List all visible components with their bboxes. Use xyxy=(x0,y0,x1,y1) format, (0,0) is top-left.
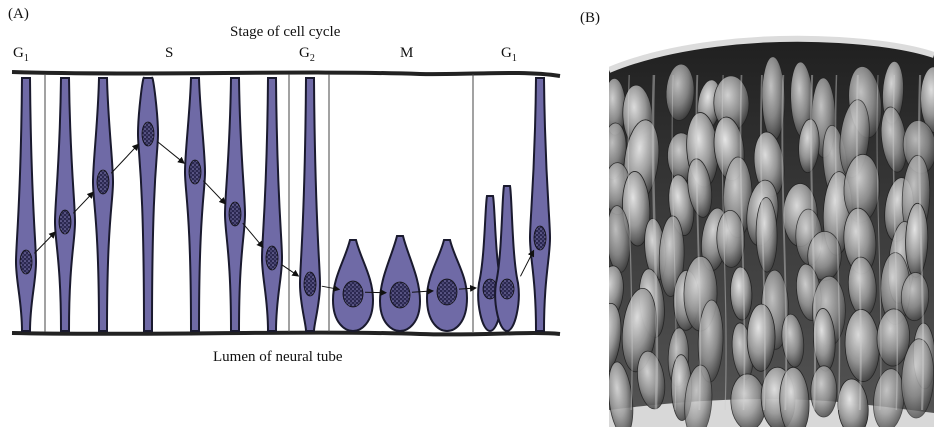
chromosomes xyxy=(390,282,410,308)
nucleus xyxy=(266,246,278,270)
cell-body xyxy=(55,78,75,331)
neuroepithelial-cell xyxy=(333,240,373,331)
progression-arrow xyxy=(157,142,184,164)
sem-micrograph xyxy=(609,15,934,427)
cell-cycle-diagram xyxy=(0,0,600,427)
neuroepithelial-cell xyxy=(300,78,320,331)
nucleus xyxy=(189,160,201,184)
progression-arrow xyxy=(243,223,263,247)
neuroepithelial-cell xyxy=(55,78,75,331)
cell-body xyxy=(185,78,205,331)
nucleus xyxy=(500,279,514,299)
chromosomes xyxy=(343,281,363,307)
nucleus xyxy=(142,122,154,146)
chromosomes xyxy=(437,279,457,305)
progression-arrow xyxy=(282,265,299,276)
nucleus xyxy=(534,226,546,250)
cell-body xyxy=(530,78,550,331)
lumen-membrane-bottom xyxy=(12,333,560,335)
cell-body xyxy=(262,78,282,331)
nucleus xyxy=(59,210,71,234)
cells-layer xyxy=(16,78,550,331)
neuroepithelial-cell xyxy=(530,78,550,331)
neuroepithelial-cell xyxy=(225,78,245,331)
neuroepithelial-cell xyxy=(380,236,420,331)
nucleus xyxy=(97,170,109,194)
cell-body xyxy=(138,78,158,331)
cell-body xyxy=(495,186,519,331)
nucleus xyxy=(20,250,32,274)
neuroepithelial-cell xyxy=(262,78,282,331)
panel-b-label: (B) xyxy=(580,10,600,27)
progression-arrow xyxy=(203,181,225,204)
micrograph-image xyxy=(609,15,934,427)
neuroepithelial-cell xyxy=(93,78,113,331)
nucleus xyxy=(229,202,241,226)
neuroepithelial-cell xyxy=(495,186,519,331)
neuroepithelial-cell xyxy=(185,78,205,331)
cell-body xyxy=(16,78,36,331)
cell-body xyxy=(93,78,113,331)
progression-arrow xyxy=(73,192,93,213)
progression-arrow xyxy=(111,144,138,173)
outer-membrane-top xyxy=(12,72,560,76)
neuroepithelial-cell xyxy=(138,78,158,331)
neuroepithelial-cell xyxy=(427,240,467,331)
sem-cell xyxy=(747,304,775,371)
nucleus xyxy=(304,272,316,296)
neuroepithelial-cell xyxy=(16,78,36,331)
